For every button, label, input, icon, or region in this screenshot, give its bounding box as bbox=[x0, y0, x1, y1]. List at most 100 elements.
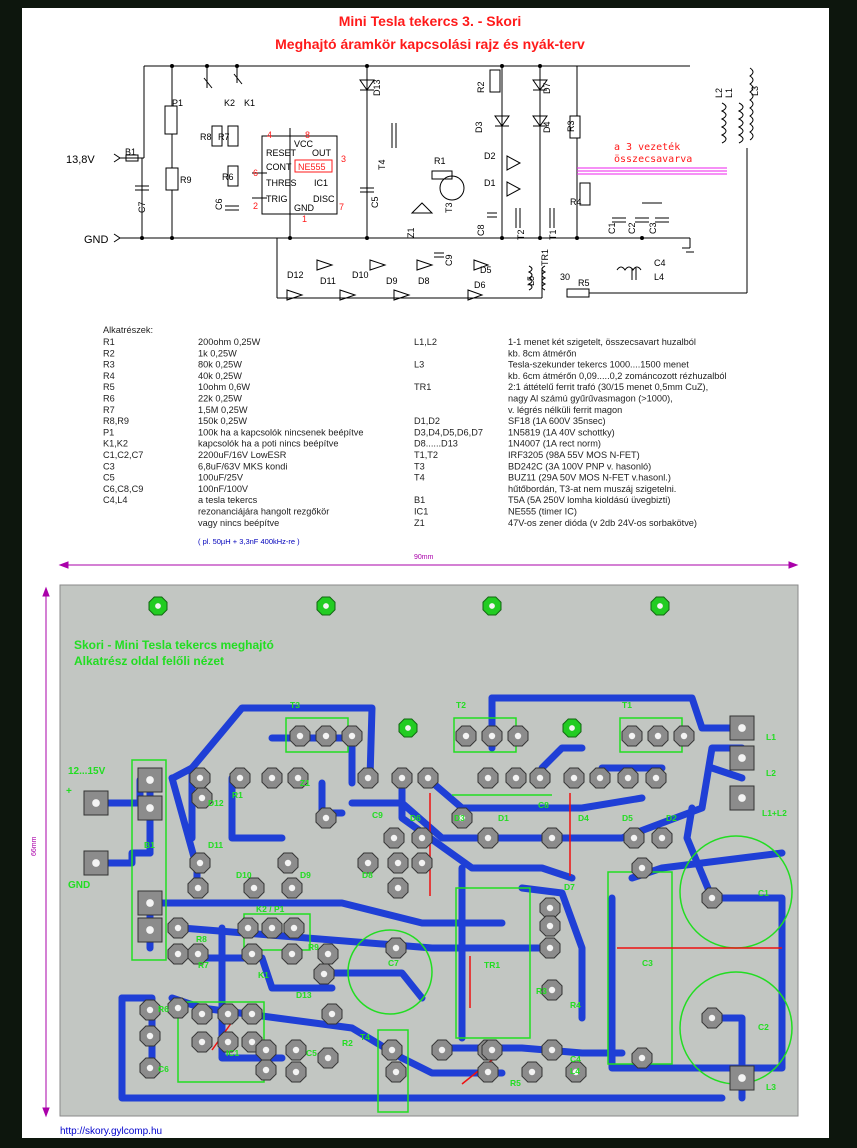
part-ref: C1,C2,C7 bbox=[103, 450, 143, 460]
supply-label: 13,8V bbox=[66, 154, 95, 166]
title-line-1: Mini Tesla tekercs 3. - Skori bbox=[339, 13, 522, 29]
pad-hole bbox=[680, 732, 688, 740]
parts-heading: Alkatrészek: bbox=[103, 325, 153, 335]
pad-hole bbox=[548, 986, 556, 994]
pcb-part-label: R4 bbox=[570, 1000, 581, 1010]
pad-hole bbox=[322, 732, 330, 740]
part-desc: 100nF/100V bbox=[198, 484, 249, 494]
pad-hole bbox=[458, 814, 466, 822]
pad-hole bbox=[638, 864, 646, 872]
pcb-part-label: L2 bbox=[766, 768, 776, 778]
pcb-part-label: K2 / P1 bbox=[256, 904, 285, 914]
pcb-part-label: D13 bbox=[296, 990, 312, 1000]
pad-hole bbox=[546, 904, 554, 912]
part-desc: 2:1 áttételű ferrit trafó (30/15 menet 0… bbox=[508, 382, 708, 392]
schematic-ref: C7 bbox=[137, 201, 147, 213]
pad-hole bbox=[390, 834, 398, 842]
pad-hole bbox=[198, 1010, 206, 1018]
svg-text:2: 2 bbox=[253, 201, 258, 211]
schematic-ref: C3 bbox=[648, 222, 658, 234]
pad-hole bbox=[512, 774, 520, 782]
pad-hole bbox=[268, 774, 276, 782]
pad-hole bbox=[738, 794, 746, 802]
pad bbox=[83, 790, 109, 816]
svg-text:GND: GND bbox=[294, 203, 315, 213]
schematic-ref: D4 bbox=[542, 121, 552, 133]
part-desc: 10ohm 0,6W bbox=[198, 382, 250, 392]
schematic-ref: C4 bbox=[654, 258, 666, 268]
pad-hole bbox=[488, 732, 496, 740]
pcb-part-label: L1+L2 bbox=[762, 808, 787, 818]
pad-hole bbox=[418, 859, 426, 867]
pcb-part-label: C1 bbox=[758, 888, 769, 898]
part-ref: B1 bbox=[414, 495, 425, 505]
pad-hole bbox=[388, 1046, 396, 1054]
part-desc: 100uF/25V bbox=[198, 473, 244, 483]
pad-hole bbox=[196, 774, 204, 782]
schematic-ref: C5 bbox=[370, 196, 380, 208]
pad-hole bbox=[398, 774, 406, 782]
pad-hole bbox=[196, 859, 204, 867]
pad-hole bbox=[174, 924, 182, 932]
pcb-part-label: C9 bbox=[372, 810, 383, 820]
pad-hole bbox=[146, 899, 154, 907]
pad-hole bbox=[155, 603, 161, 609]
pcb-part-label: L3 bbox=[766, 1082, 776, 1092]
svg-text:4: 4 bbox=[267, 130, 272, 140]
pcb-part-label: R9 bbox=[308, 942, 319, 952]
pcb-part-label: D5 bbox=[622, 813, 633, 823]
part-desc: 40k 0,25W bbox=[198, 371, 242, 381]
part-ref: P1 bbox=[103, 427, 114, 437]
pad-hole bbox=[174, 950, 182, 958]
part-ref: T4 bbox=[414, 473, 425, 483]
part-desc: SF18 (1A 600V 35nsec) bbox=[508, 416, 606, 426]
pad-hole bbox=[146, 1064, 154, 1072]
pad-hole bbox=[462, 732, 470, 740]
pad-hole bbox=[484, 1068, 492, 1076]
pcb-part-label: C3 bbox=[642, 958, 653, 968]
pad-hole bbox=[262, 1046, 270, 1054]
part-desc: Tesla-szekunder tekercs 1000....1500 men… bbox=[508, 360, 689, 370]
pad-hole bbox=[628, 732, 636, 740]
twisted-wires bbox=[577, 167, 727, 175]
pad-hole bbox=[484, 834, 492, 842]
svg-text:3: 3 bbox=[341, 154, 346, 164]
schematic-ref: D12 bbox=[287, 270, 304, 280]
schematic-ref: T4 bbox=[377, 159, 387, 170]
schematic-ref: R9 bbox=[180, 175, 192, 185]
part-ref: Z1 bbox=[414, 518, 425, 528]
part-ref: D3,D4,D5,D6,D7 bbox=[414, 427, 483, 437]
pcb-board bbox=[59, 584, 799, 1117]
schematic-ref: P1 bbox=[172, 98, 183, 108]
pcb-part-label: C7 bbox=[388, 958, 399, 968]
pcb-part-label: R8 bbox=[196, 934, 207, 944]
pad-hole bbox=[262, 1066, 270, 1074]
schematic-ref: D8 bbox=[418, 276, 430, 286]
pad-hole bbox=[630, 834, 638, 842]
schematic-ref: R5 bbox=[578, 278, 590, 288]
part-ref: K1,K2 bbox=[103, 439, 128, 449]
ic-pin-labels: VCC RESET OUT CONT THRES IC1 TRIG DISC G… bbox=[253, 130, 346, 224]
part-ref: T1,T2 bbox=[414, 450, 438, 460]
part-desc: NE555 (timer IC) bbox=[508, 507, 577, 517]
pad-hole bbox=[528, 1068, 536, 1076]
svg-text:RESET: RESET bbox=[266, 148, 297, 158]
part-desc: kb. 8cm átmérőn bbox=[508, 348, 576, 358]
part-desc: BD242C (3A 100V PNP v. hasonló) bbox=[508, 461, 651, 471]
svg-text:1: 1 bbox=[302, 214, 307, 224]
junction-dots bbox=[140, 64, 644, 240]
website-url[interactable]: http://skory.gylcomp.hu bbox=[60, 1126, 162, 1137]
pad-hole bbox=[248, 1010, 256, 1018]
part-ref: R5 bbox=[103, 382, 115, 392]
pad-hole bbox=[738, 1074, 746, 1082]
pcb-part-label: T2 bbox=[456, 700, 466, 710]
pad-hole bbox=[392, 944, 400, 952]
pcb-part-label: R6 bbox=[158, 1004, 169, 1014]
pcb-part-label: T3 bbox=[290, 700, 300, 710]
schematic-ref: R7 bbox=[218, 132, 230, 142]
part-desc: hűtőbordán, T3-at nem muszáj szigetelni. bbox=[508, 484, 676, 494]
pad-hole bbox=[198, 794, 206, 802]
part-desc: nagy Al számú gyűrűvasmagon (>1000), bbox=[508, 394, 673, 404]
pad-hole bbox=[292, 1046, 300, 1054]
pcb-part-label: L1 bbox=[766, 732, 776, 742]
